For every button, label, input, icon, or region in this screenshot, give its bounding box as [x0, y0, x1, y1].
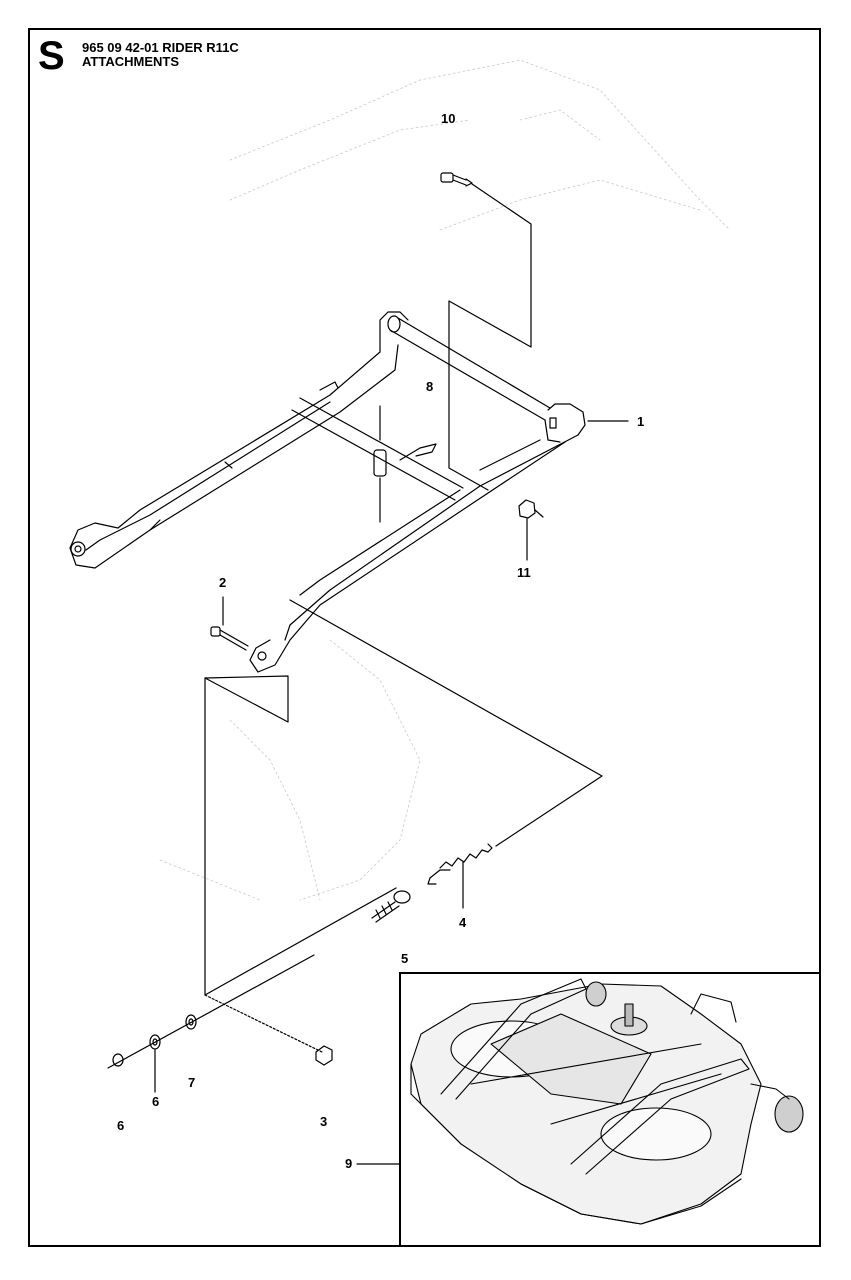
- deck-shell: [410, 983, 762, 1225]
- dotted-line-nut3: [204, 994, 323, 1053]
- part-label-4: 4: [459, 915, 467, 930]
- cutting-deck-drawing: [410, 978, 804, 1225]
- middle-cross-tube: [291, 397, 464, 501]
- deck-lift-rod-2: [550, 1073, 722, 1125]
- leader-line-rod: [204, 675, 397, 996]
- deck-wheel-rear: [585, 981, 607, 1007]
- part-label-7: 7: [188, 1075, 196, 1090]
- title-line-2: ATTACHMENTS: [82, 54, 180, 69]
- washer-7: [185, 1014, 197, 1030]
- part-label-1: 1: [637, 414, 645, 429]
- nut-3: [315, 1045, 333, 1066]
- deck-lift-arm-right: [570, 1058, 750, 1175]
- spindle-shaft: [624, 1003, 634, 1027]
- eye-bolt: [371, 890, 411, 923]
- deck-lower-skirt: [410, 1063, 742, 1225]
- left-lift-rail: [69, 311, 409, 569]
- part-label-2: 2: [219, 575, 227, 590]
- bolt-2: [210, 596, 249, 651]
- part-label-8: 8: [426, 379, 434, 394]
- deck-wheel-bracket: [750, 1083, 790, 1100]
- part-label-5: 5: [401, 951, 409, 966]
- nut-11: [518, 499, 544, 561]
- deck-lift-rod: [470, 1043, 702, 1085]
- blade-housing-right: [600, 1107, 712, 1161]
- deck-center-plate: [490, 1013, 652, 1105]
- leader-line-spring: [289, 599, 603, 847]
- deck-wheel-front: [774, 1095, 804, 1133]
- drawing-title: 965 09 42-01 RIDER R11C ATTACHMENTS: [82, 41, 239, 69]
- title-line-1: 965 09 42-01 RIDER R11C: [82, 40, 239, 55]
- bolt-10: [440, 172, 473, 187]
- part-label-11: 11: [517, 565, 531, 580]
- leader-line-10: [448, 183, 532, 491]
- part-label-10: 10: [441, 111, 456, 126]
- upper-cross-tube: [387, 315, 551, 421]
- lock-nut-6: [149, 1034, 161, 1093]
- part-label-6-lock-nut: 6: [152, 1094, 160, 1109]
- cutting-deck-inset: [399, 972, 821, 1247]
- part-label-9: 9: [345, 1156, 353, 1171]
- hitch-pin-8: [373, 405, 437, 523]
- deck-handle: [690, 993, 737, 1023]
- ghost-background-sketch: [159, 59, 731, 901]
- leader-line-hardware: [107, 954, 315, 1069]
- section-letter: S: [38, 34, 65, 78]
- part-label-3: 3: [320, 1114, 328, 1129]
- spring-4: [427, 843, 493, 909]
- right-lift-rail: [249, 403, 586, 673]
- nut-6: [112, 1053, 124, 1067]
- part-label-6-nut: 6: [117, 1118, 125, 1133]
- deck-lift-arm-left: [440, 978, 587, 1100]
